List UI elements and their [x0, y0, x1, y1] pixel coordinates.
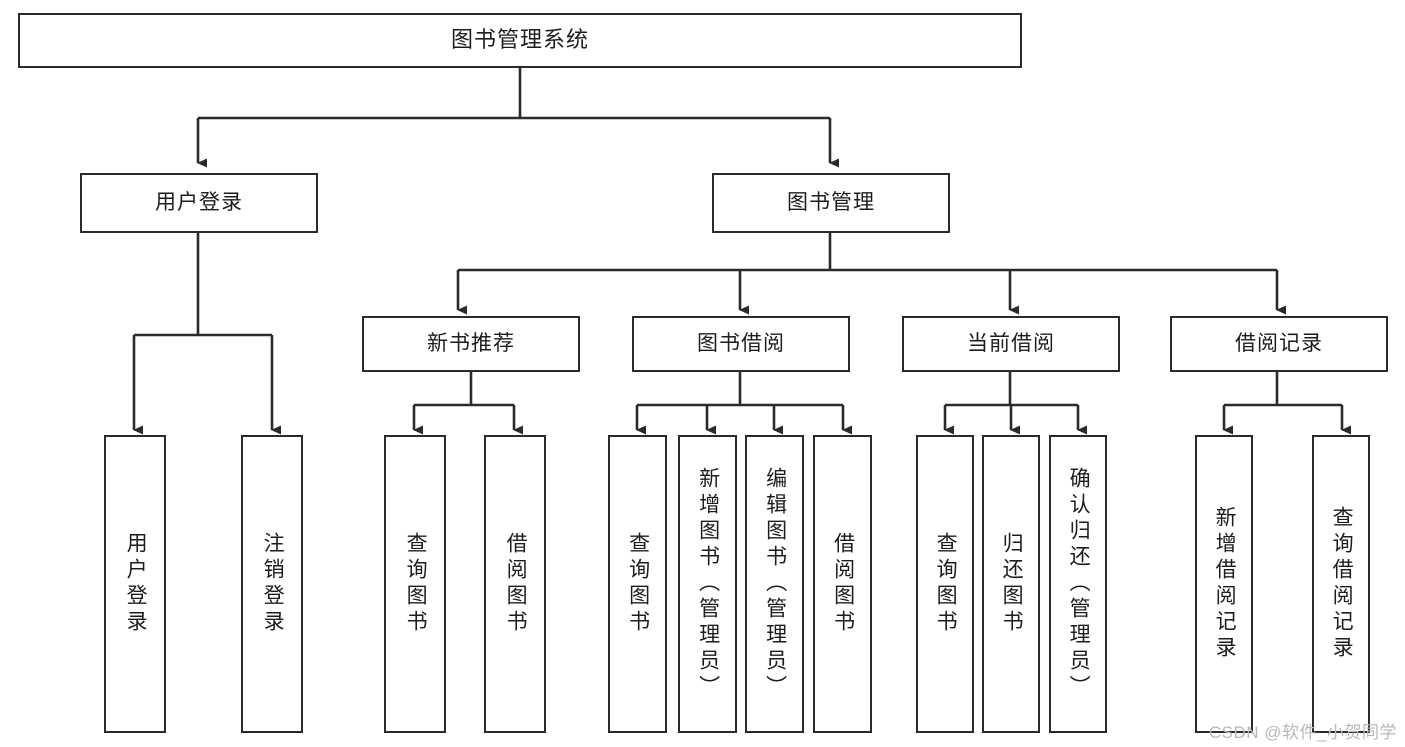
leaf-borrow-borrow-book[interactable]: 借阅图书 [813, 435, 872, 733]
leaf-record-query-borrow-record[interactable]: 查询借阅记录 [1312, 435, 1370, 733]
leaf-recommend-borrow-book[interactable]: 借阅图书 [484, 435, 546, 733]
leaf-borrow-add-book-admin[interactable]: 新增图书（管理员） [678, 435, 737, 733]
leaf-borrow-query-book[interactable]: 查询图书 [608, 435, 667, 733]
leaf-record-add-borrow-record[interactable]: 新增借阅记录 [1195, 435, 1253, 733]
node-book-borrow[interactable]: 图书借阅 [632, 316, 850, 372]
node-current-borrow[interactable]: 当前借阅 [902, 316, 1120, 372]
node-root-library-system[interactable]: 图书管理系统 [18, 13, 1022, 68]
leaf-current-confirm-return-admin[interactable]: 确认归还（管理员） [1049, 435, 1107, 733]
node-new-book-recommend[interactable]: 新书推荐 [362, 316, 580, 372]
csdn-watermark: CSDN @软件_小贺同学 [1208, 723, 1397, 742]
leaf-logout-login[interactable]: 注销登录 [241, 435, 303, 733]
leaf-user-login[interactable]: 用户登录 [104, 435, 166, 733]
leaf-current-query-book[interactable]: 查询图书 [916, 435, 974, 733]
leaf-current-return-book[interactable]: 归还图书 [982, 435, 1040, 733]
node-borrow-record[interactable]: 借阅记录 [1170, 316, 1388, 372]
leaf-recommend-query-book[interactable]: 查询图书 [384, 435, 446, 733]
node-book-management[interactable]: 图书管理 [712, 173, 950, 233]
leaf-borrow-edit-book-admin[interactable]: 编辑图书（管理员） [745, 435, 804, 733]
node-user-login[interactable]: 用户登录 [80, 173, 318, 233]
